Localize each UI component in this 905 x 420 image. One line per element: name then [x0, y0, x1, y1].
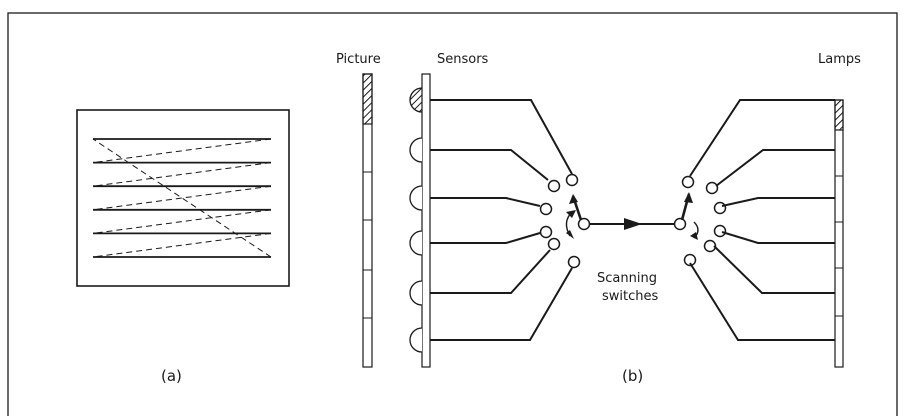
lamp-wire: [715, 149, 835, 187]
lamp-wire: [689, 262, 835, 341]
right-switch-pivot: [673, 217, 687, 231]
sensor-bar: [421, 73, 431, 368]
sensor: [409, 137, 423, 163]
left-arm-arrowhead: [569, 194, 578, 204]
flyback-line: [92, 209, 272, 234]
raster-panel: [76, 109, 290, 287]
scanning-label-line1: Scanning: [597, 271, 657, 286]
lamp-wire: [721, 197, 835, 207]
sensor-wire: [430, 267, 573, 341]
picture-dark-element: [362, 73, 373, 125]
sensor-wires: [430, 99, 573, 341]
sensor-wire: [430, 232, 541, 244]
flyback-line: [92, 162, 272, 187]
right-arm-arrowhead: [684, 192, 693, 203]
caption-b: (b): [622, 367, 644, 385]
sensor-wire: [430, 149, 549, 181]
flyback-line: [92, 185, 272, 211]
lamp-dividers: [835, 175, 843, 317]
flyback-line: [92, 232, 272, 258]
active-sensor: [409, 87, 423, 113]
switch-contact: [547, 179, 561, 193]
lamps-label: Lamps: [818, 52, 861, 67]
scanning-label-line2: switches: [602, 289, 659, 304]
frame-flyback-line: [92, 138, 272, 258]
scanning-switches: [539, 173, 727, 269]
sensor-array: [409, 73, 431, 368]
sensor: [409, 185, 423, 211]
sensors-group: [409, 87, 423, 353]
lamp-bar: [834, 99, 844, 368]
switch-contact: [681, 175, 695, 189]
sensor-wire: [430, 197, 541, 207]
lamp-array: [834, 99, 844, 368]
switch-contact: [705, 181, 719, 195]
lamp-wire: [713, 245, 835, 294]
lamp-wire: [721, 231, 835, 244]
outer-frame: [7, 12, 898, 420]
lamp-wire: [689, 99, 835, 177]
left-rotation-arrowhead: [566, 210, 576, 218]
left-rotation-arrowhead-2: [566, 230, 574, 239]
switch-contact: [547, 237, 561, 251]
right-rotation-arrowhead: [690, 232, 698, 240]
picture-label: Picture: [336, 52, 381, 67]
switch-contact: [713, 201, 727, 215]
lamp-wires: [689, 99, 835, 341]
right-switch-contacts: [681, 175, 727, 267]
sensor-wire: [430, 249, 551, 294]
flyback-line: [92, 138, 272, 164]
switch-contact: [703, 239, 717, 253]
caption-a: (a): [161, 367, 182, 385]
sensor: [409, 280, 423, 306]
switch-contact: [683, 253, 697, 267]
picture-strip: [362, 73, 373, 368]
switch-contact: [713, 224, 727, 238]
sensors-label: Sensors: [437, 52, 489, 67]
switch-contact: [539, 225, 553, 239]
switch-link-arrowhead: [624, 218, 642, 230]
switch-contact: [539, 202, 553, 216]
sensor-wire: [430, 99, 573, 175]
left-switch-contacts: [539, 173, 581, 269]
switch-contact: [567, 255, 581, 269]
lit-lamp: [834, 99, 844, 131]
raster-scan-lines: [92, 138, 272, 258]
switch-contact: [565, 173, 579, 187]
sensor: [409, 230, 423, 256]
sensor: [409, 327, 423, 353]
raster-frame: [76, 109, 290, 287]
